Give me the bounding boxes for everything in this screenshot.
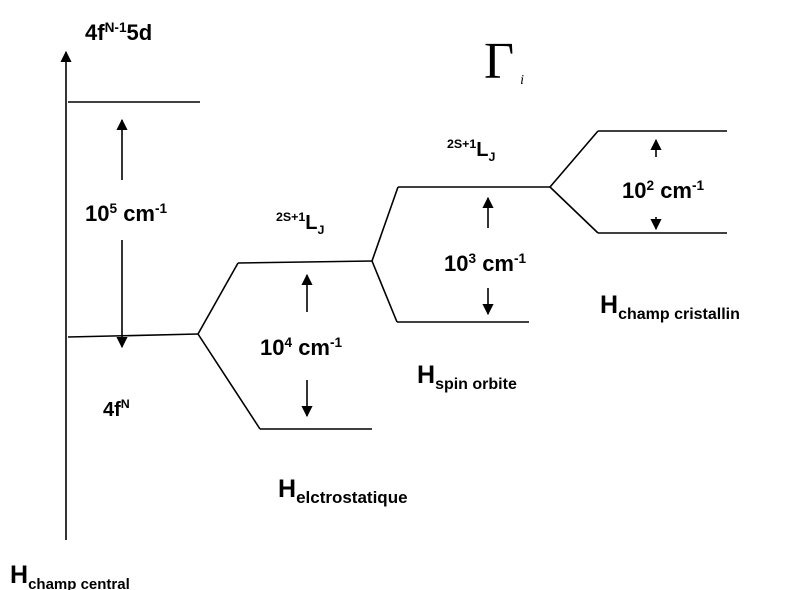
gap-label-1e2: 102 cm-1	[622, 177, 705, 203]
gap-label-1e5: 105 cm-1	[85, 200, 168, 226]
gap-label-1e4: 104 cm-1	[260, 334, 343, 360]
label-4fN-15d: 4fN-15d	[85, 19, 153, 45]
split-electrostatic-down	[197, 333, 261, 430]
hamiltonian-champ-cristallin: Hchamp cristallin	[600, 291, 740, 324]
label-term-2S1LJ-left: 2S+1LJ	[276, 210, 325, 237]
split-crystal-up	[549, 130, 599, 188]
label-term-2S1LJ-right: 2S+1LJ	[447, 137, 496, 164]
split-electrostatic-up	[197, 262, 239, 335]
gap-label-1e3: 103 cm-1	[444, 250, 527, 276]
hamiltonian-champ-central: Hchamp central	[10, 561, 130, 590]
split-spin-orbit-up	[371, 186, 399, 262]
split-crystal-down	[549, 186, 599, 234]
label-4fN: 4fN	[103, 397, 130, 421]
hamiltonian-electrostatique: Helctrostatique	[278, 475, 408, 508]
split-spin-orbit-down	[371, 260, 398, 323]
level-4fN	[67, 333, 199, 338]
level-term-upper	[237, 260, 373, 264]
hamiltonian-spin-orbite: Hspin orbite	[417, 361, 517, 394]
